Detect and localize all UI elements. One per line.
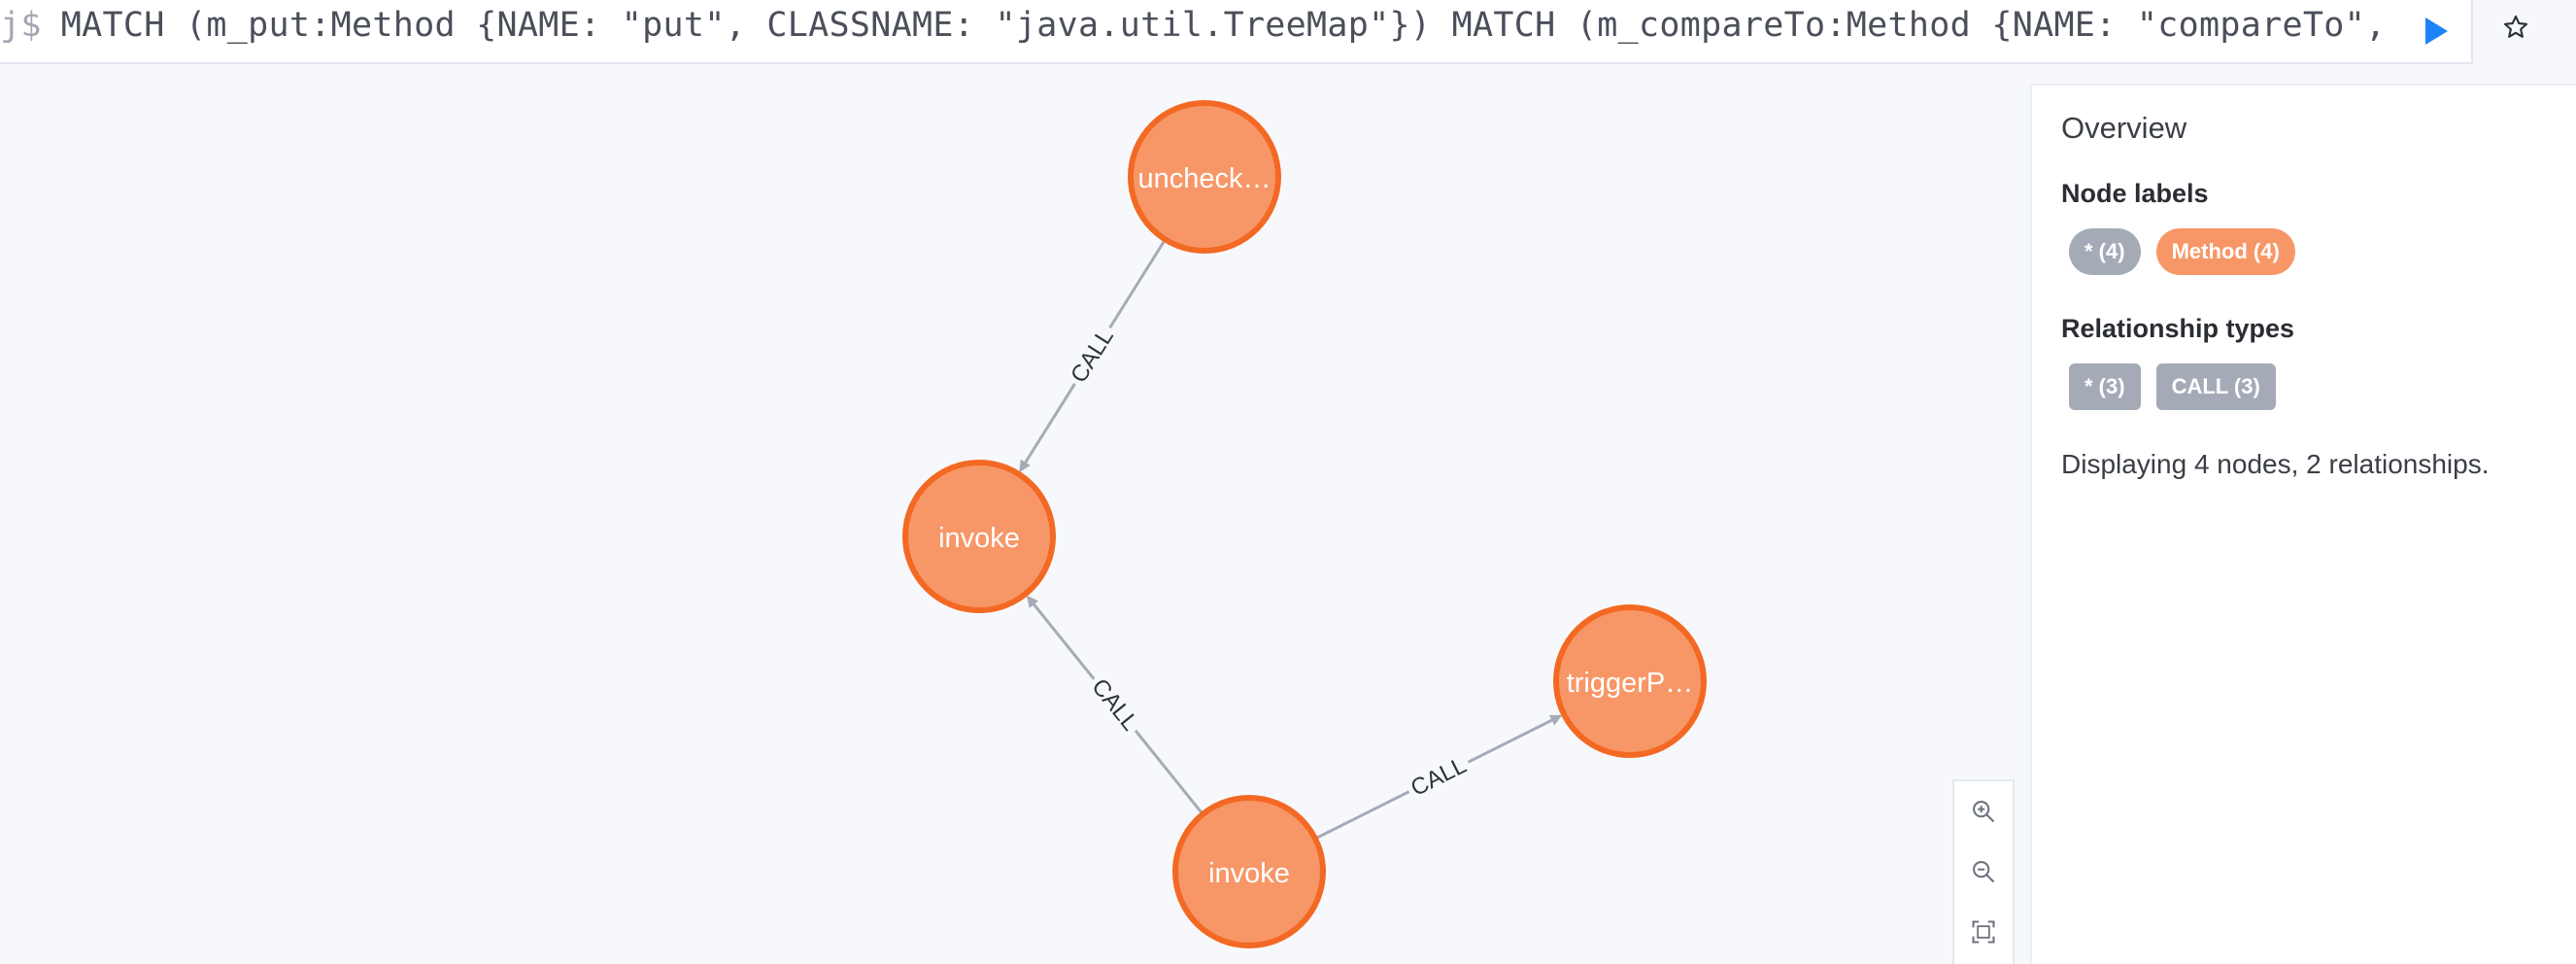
fit-to-screen-button[interactable]: [1954, 902, 2013, 962]
node-circle[interactable]: [1128, 100, 1281, 254]
node-circle[interactable]: [1172, 795, 1326, 948]
zoom-controls: [1952, 779, 2015, 964]
node-label: uncheck…: [1137, 163, 1271, 194]
node-label-pill-method[interactable]: Method (4): [2155, 228, 2295, 275]
node-labels-list: * (4) Method (4): [2069, 228, 2576, 275]
graph-svg: CALL CALL CALL uncheck… invoke triggerP… invo…: [902, 100, 1707, 948]
run-query-button[interactable]: [2417, 12, 2456, 51]
graph-node[interactable]: triggerP…: [1553, 604, 1707, 758]
edge-label: CALL: [1066, 325, 1119, 388]
overview-panel: Overview Node labels * (4) Method (4) Re…: [2030, 84, 2576, 964]
graph-canvas[interactable]: CALL CALL CALL uncheck… invoke triggerP… invo…: [0, 64, 2030, 964]
node-circle[interactable]: [902, 460, 1056, 613]
edge-label: CALL: [1407, 752, 1471, 802]
zoom-in-button[interactable]: [1954, 781, 2013, 842]
star-icon: [2503, 15, 2528, 38]
fit-to-screen-icon: [1972, 920, 1995, 944]
query-text[interactable]: MATCH (m_put:Method {NAME: "put", CLASSN…: [60, 6, 2399, 45]
edge-line[interactable]: [1134, 729, 1203, 814]
edge-arrow[interactable]: [1467, 714, 1563, 764]
zoom-out-button[interactable]: [1954, 842, 2013, 902]
node-circle[interactable]: [1553, 604, 1707, 758]
play-icon: [2425, 17, 2448, 45]
node-label: invoke: [938, 523, 1020, 554]
node-label-pill-all[interactable]: * (4): [2069, 228, 2141, 275]
relationship-types-heading: Relationship types: [2061, 314, 2295, 343]
zoom-out-icon: [1973, 861, 1995, 883]
zoom-in-icon: [1973, 801, 1995, 823]
relationship-type-pill-call[interactable]: CALL (3): [2155, 363, 2276, 410]
graph-node[interactable]: invoke: [902, 460, 1056, 613]
graph-node[interactable]: invoke: [1172, 795, 1326, 948]
relationship-types-list: * (3) CALL (3): [2069, 363, 2576, 410]
node-label: invoke: [1208, 858, 1290, 889]
overview-title: Overview: [2061, 111, 2187, 145]
node-labels-heading: Node labels: [2061, 179, 2209, 208]
query-editor[interactable]: j$ MATCH (m_put:Method {NAME: "put", CLA…: [0, 0, 2399, 51]
edge-arrow[interactable]: [1019, 383, 1076, 472]
relationship-type-pill-all[interactable]: * (3): [2069, 363, 2141, 410]
favorite-button[interactable]: [2494, 6, 2537, 49]
edge-line[interactable]: [1108, 240, 1166, 329]
display-summary: Displaying 4 nodes, 2 relationships.: [2061, 449, 2490, 479]
edge-line[interactable]: [1316, 790, 1410, 840]
query-prompt: j$: [0, 6, 42, 45]
graph-node[interactable]: uncheck…: [1128, 100, 1281, 254]
node-label: triggerP…: [1567, 668, 1694, 699]
edge-arrow[interactable]: [1026, 595, 1096, 680]
edge-label: CALL: [1086, 673, 1143, 736]
query-editor-bar: j$ MATCH (m_put:Method {NAME: "put", CLA…: [0, 0, 2473, 64]
